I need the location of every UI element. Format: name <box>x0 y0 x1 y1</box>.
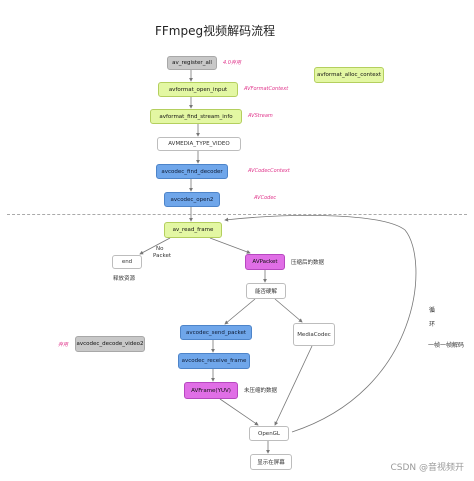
csdn-watermark: CSDN @音视频开 <box>390 463 464 473</box>
node-display-on-screen: 显示在屏幕 <box>250 454 292 470</box>
node-av-register-all: av_register_all <box>167 56 217 70</box>
edge-hw-send <box>224 298 256 325</box>
edge-avframe-opengl <box>219 398 259 426</box>
loop-boundary-line <box>7 214 467 215</box>
node-end: end <box>112 255 142 269</box>
node-avformat-alloc-context: avformat_alloc_context <box>314 67 384 83</box>
node-avmedia-type-video: AVMEDIA_TYPE_VIDEO <box>157 137 241 151</box>
edge-mediacodec-opengl <box>274 345 313 426</box>
label-compressed-data: 压缩后的数据 <box>291 260 325 266</box>
node-avcodec-receive-frame: avcodec_receive_frame <box>178 353 250 369</box>
edge-read-packet <box>209 237 251 254</box>
annotation-deprecated: 弃用 <box>58 342 69 348</box>
diagram-title: FFmpeg视频解码流程 <box>155 24 276 38</box>
node-avformat-open-input: avformat_open_input <box>158 82 238 97</box>
label-uncompressed-data: 未压缩的数据 <box>244 388 278 394</box>
node-avframe-yuv: AVFrame(YUV) <box>184 382 238 399</box>
annotation-deprecated-4-0: 4.0弃用 <box>223 60 241 66</box>
node-avpacket: AVPacket <box>245 254 285 270</box>
node-avcodec-find-decoder: avcodec_find_decoder <box>156 164 228 179</box>
label-frame-by-frame: 一帧一帧解码 <box>428 342 465 349</box>
edge-read-end <box>139 237 171 255</box>
annotation-avcodec: AVCodec <box>254 195 277 201</box>
node-av-read-frame: av_read_frame <box>164 222 222 238</box>
edge-loop-back <box>224 215 417 433</box>
node-opengl: OpenGL <box>249 426 289 441</box>
annotation-avstream: AVStream <box>248 113 273 119</box>
label-packet: Packet <box>153 253 171 259</box>
node-avcodec-decode-video2: avcodec_decode_video2 <box>75 336 145 352</box>
annotation-avformatcontext: AVFormatContext <box>244 86 289 92</box>
label-loop-1: 循 <box>429 307 436 314</box>
edge-hw-mediacodec <box>274 298 303 323</box>
node-avcodec-send-packet: avcodec_send_packet <box>180 325 252 340</box>
label-loop-2: 环 <box>429 321 436 328</box>
annotation-avcodeccontext: AVCodecContext <box>248 168 290 174</box>
label-no: No <box>156 246 164 252</box>
node-mediacodec: MediaCodec <box>293 323 335 346</box>
node-avcodec-open2: avcodec_open2 <box>164 192 220 207</box>
node-hw-decode-check: 能否硬解 <box>246 283 286 299</box>
label-release-resources: 释放资源 <box>113 276 136 282</box>
node-avformat-find-stream-info: avformat_find_stream_info <box>150 109 242 124</box>
